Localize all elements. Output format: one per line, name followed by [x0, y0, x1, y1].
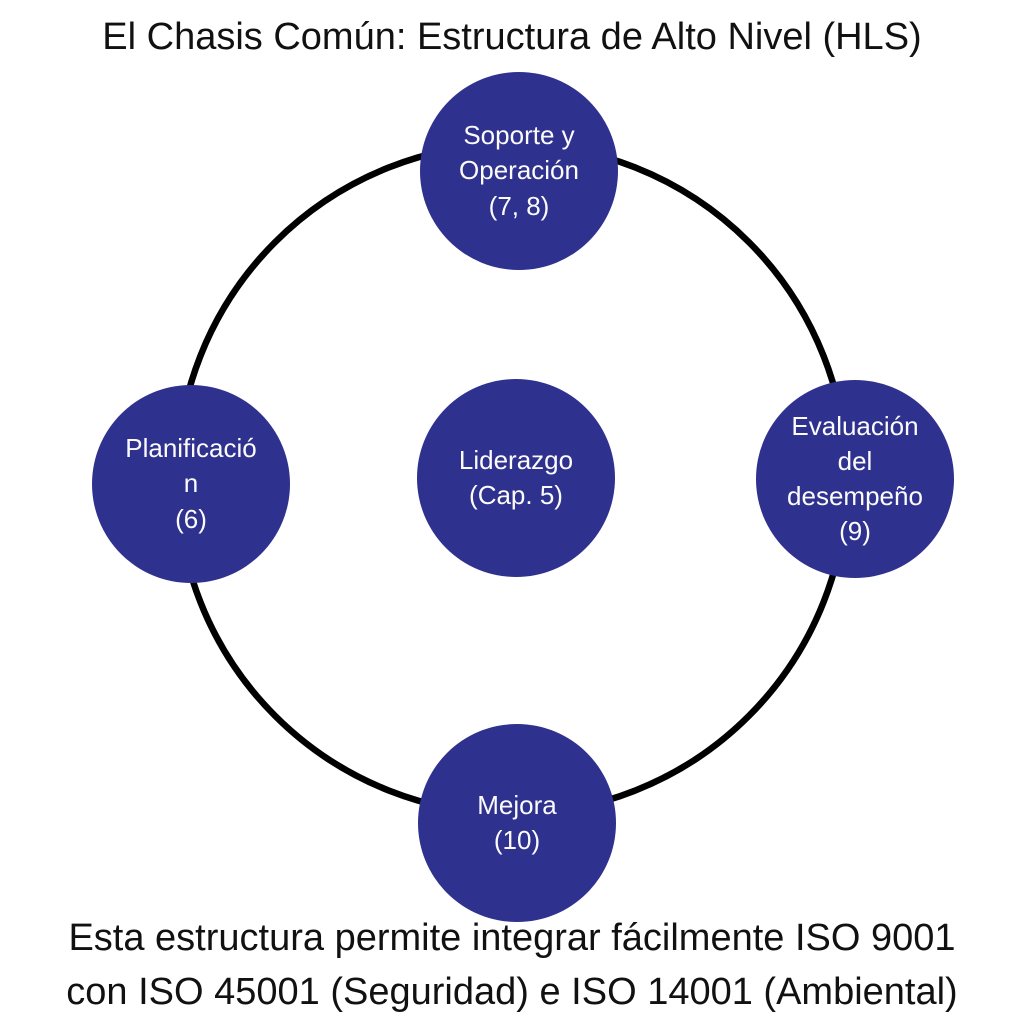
- node-label: Soporte y Operación (7, 8): [459, 120, 579, 221]
- node-evaluacion-del-desempeno: Evaluación del desempeño (9): [756, 380, 954, 578]
- node-label: Mejora (10): [477, 789, 557, 855]
- node-planificacion: Planificació n (6): [92, 385, 290, 583]
- node-mejora: Mejora (10): [418, 724, 616, 922]
- node-soporte-operacion: Soporte y Operación (7, 8): [420, 72, 618, 270]
- node-label: Evaluación del desempeño (9): [787, 410, 923, 547]
- node-label: Liderazgo (Cap. 5): [458, 444, 574, 510]
- diagram-title: El Chasis Común: Estructura de Alto Nive…: [102, 16, 922, 58]
- node-liderazgo: Liderazgo (Cap. 5): [417, 379, 615, 577]
- node-label: Planificació n (6): [125, 433, 257, 534]
- diagram-caption: Esta estructura permite integrar fácilme…: [66, 917, 958, 1013]
